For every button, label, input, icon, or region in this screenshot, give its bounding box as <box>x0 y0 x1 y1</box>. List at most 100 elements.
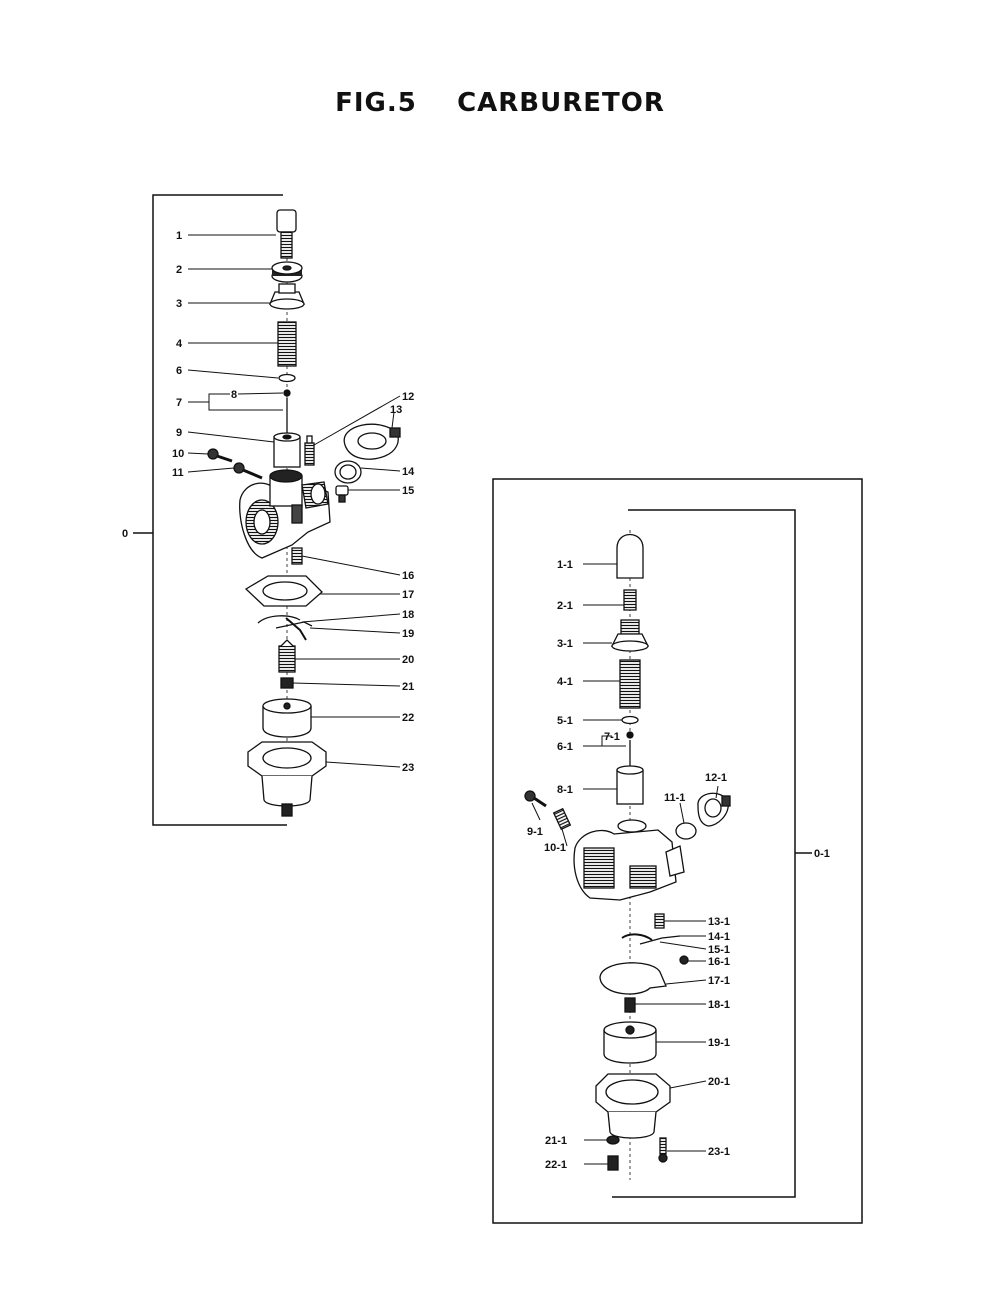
part-21-nut <box>280 677 294 689</box>
assembly-0-label: 0 <box>122 528 128 540</box>
callout-23: 23 <box>402 762 414 774</box>
part-8-needle <box>283 389 291 437</box>
part-8-1-throttle-valve <box>616 765 644 805</box>
part-5-1-clip <box>621 715 639 725</box>
callout-3-1: 3-1 <box>557 638 573 650</box>
callout-11: 11 <box>172 467 184 479</box>
callout-10-1: 10-1 <box>544 842 566 854</box>
part-6-clip <box>278 373 296 383</box>
part-11-screw <box>233 462 263 480</box>
callout-19: 19 <box>402 628 414 640</box>
part-10-screw <box>207 448 233 463</box>
assembly-0-1-labels: 1-1 2-1 3-1 4-1 5-1 6-1 7-1 8-1 9-1 10-1… <box>527 559 730 1171</box>
callout-14: 14 <box>402 466 415 478</box>
callout-20: 20 <box>402 654 414 666</box>
assembly-0-1-frame <box>492 478 863 1224</box>
part-4-1-spring <box>619 659 641 709</box>
callout-2-1: 2-1 <box>557 600 573 612</box>
callout-7-1: 7-1 <box>604 731 620 743</box>
part-1-adjust-screw <box>276 209 297 259</box>
part-11-1-oring <box>675 822 697 840</box>
callout-12-1: 12-1 <box>705 772 727 784</box>
callout-8: 8 <box>231 389 237 401</box>
assembly-0-1-parts <box>524 533 731 1171</box>
callout-6: 6 <box>176 365 182 377</box>
carburetor-body-0-1 <box>573 819 685 901</box>
part-21-1-washer <box>606 1135 620 1145</box>
callout-13-1: 13-1 <box>708 916 730 928</box>
callout-18-1: 18-1 <box>708 999 730 1011</box>
part-23-float-bowl <box>247 741 327 817</box>
callout-22: 22 <box>402 712 414 724</box>
figure-title: FIG.5 CARBURETOR <box>335 88 665 118</box>
part-20-needle-valve <box>278 639 296 673</box>
assembly-0-1-leaders <box>531 563 719 1165</box>
part-13-1-jet <box>654 913 665 929</box>
part-9-1-screw <box>524 790 547 808</box>
part-18-1-needle-valve <box>624 997 636 1013</box>
part-12-plug <box>304 435 315 466</box>
part-10-1-screw <box>552 807 572 831</box>
callout-17-1: 17-1 <box>708 975 730 987</box>
assembly-0-parts <box>207 209 401 817</box>
callout-7: 7 <box>176 397 182 409</box>
assembly-0-bracket <box>133 194 287 826</box>
callout-18: 18 <box>402 609 414 621</box>
callout-11-1: 11-1 <box>664 792 685 804</box>
part-1-1-cap <box>616 533 644 579</box>
part-3-1-cap <box>610 619 650 652</box>
part-17-gasket <box>244 575 323 607</box>
part-12-1-clamp <box>697 792 731 827</box>
callout-17: 17 <box>402 589 414 601</box>
callout-9-1: 9-1 <box>527 826 543 838</box>
assembly-0-labels: 1 2 3 4 6 7 8 9 10 11 12 13 14 15 16 17 … <box>172 230 415 774</box>
callout-22-1: 22-1 <box>545 1159 567 1171</box>
callout-15: 15 <box>402 485 414 497</box>
callout-3: 3 <box>176 298 182 310</box>
part-3-top-cap <box>269 283 305 310</box>
part-23-1-screw <box>658 1137 668 1163</box>
part-14-gasket <box>334 460 362 484</box>
callout-21-1: 21-1 <box>545 1135 567 1147</box>
callout-21: 21 <box>402 681 414 693</box>
callout-5-1: 5-1 <box>557 715 573 727</box>
assembly-0-1-label: 0-1 <box>814 848 830 860</box>
part-2-lock-nut <box>271 261 303 283</box>
part-22-float <box>262 698 312 738</box>
callout-1: 1 <box>176 230 182 242</box>
part-7-1-needle <box>626 731 634 768</box>
callout-13: 13 <box>390 404 402 416</box>
callout-4-1: 4-1 <box>557 676 573 688</box>
callout-16-1: 16-1 <box>708 956 730 968</box>
part-9-throttle-valve <box>273 432 301 468</box>
part-13-clamp <box>343 423 401 460</box>
callout-2: 2 <box>176 264 182 276</box>
carburetor-body-0 <box>239 469 331 559</box>
part-15-screw <box>335 485 349 503</box>
callout-10: 10 <box>172 448 184 460</box>
callout-19-1: 19-1 <box>708 1037 730 1049</box>
callout-1-1: 1-1 <box>557 559 573 571</box>
part-4-spring <box>277 321 297 367</box>
part-2-1-screw <box>623 589 637 611</box>
part-19-1-float <box>603 1021 657 1064</box>
callout-15-1: 15-1 <box>708 944 730 956</box>
callout-14-1: 14-1 <box>708 931 730 943</box>
callout-12: 12 <box>402 391 414 403</box>
part-20-1-float-bowl <box>595 1073 671 1139</box>
part-17-1-gasket <box>599 962 667 995</box>
callout-6-1: 6-1 <box>557 741 573 753</box>
part-22-1-plug <box>607 1155 619 1171</box>
assembly-0-leaders <box>187 234 401 768</box>
callout-9: 9 <box>176 427 182 439</box>
part-14-1-float-arm <box>621 933 681 945</box>
callout-16: 16 <box>402 570 414 582</box>
callout-4: 4 <box>176 338 183 350</box>
part-16-1-pin <box>679 955 689 965</box>
callout-20-1: 20-1 <box>708 1076 730 1088</box>
part-16-jet <box>291 547 303 565</box>
callout-23-1: 23-1 <box>708 1146 730 1158</box>
callout-8-1: 8-1 <box>557 784 573 796</box>
part-18-19-float-arm <box>257 615 313 641</box>
